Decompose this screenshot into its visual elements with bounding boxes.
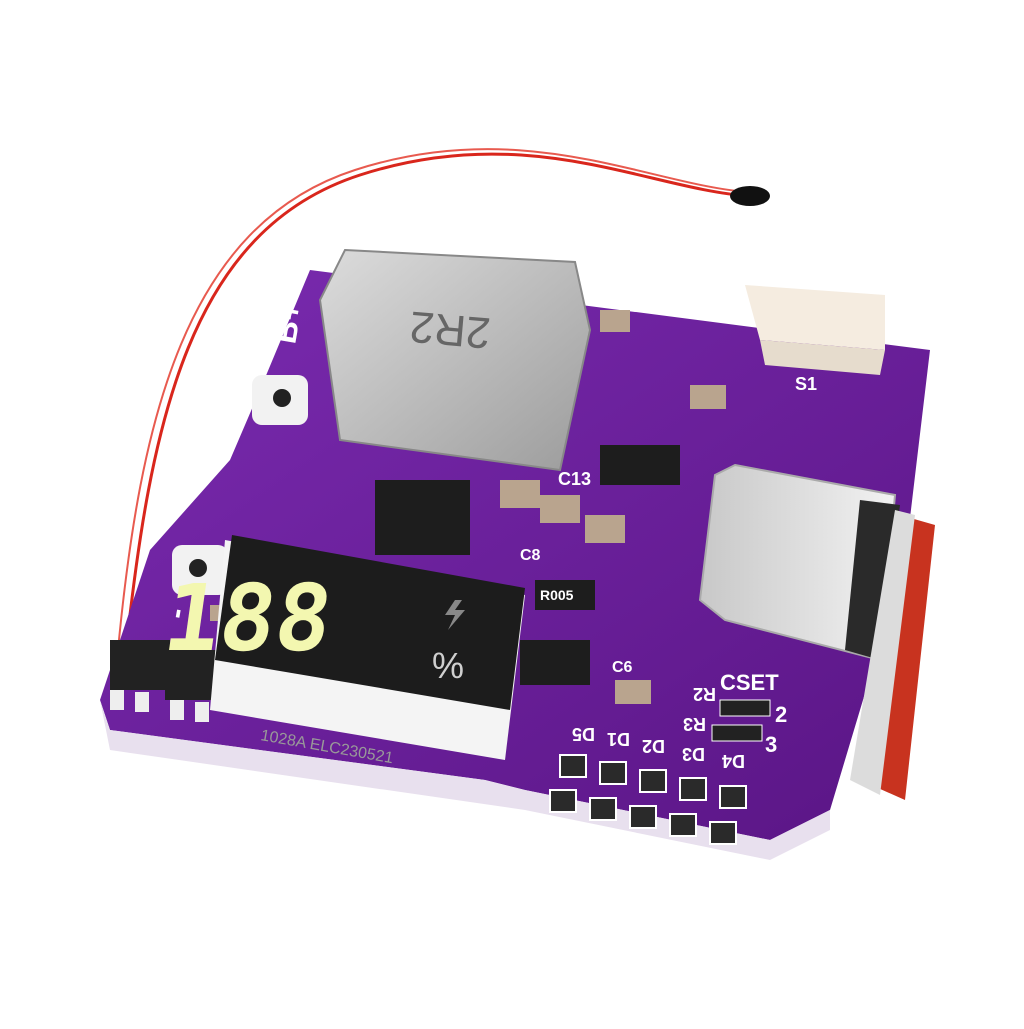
c13-label: C13	[558, 469, 591, 489]
inductor-marking: 2R2	[408, 302, 493, 358]
inductor: 2R2	[318, 248, 592, 472]
display-percent: %	[432, 645, 464, 686]
c8-label: C8	[520, 547, 541, 564]
b-plus-label: B+	[266, 299, 309, 346]
thermistor-wire	[117, 148, 770, 661]
r2-label: R2	[693, 684, 716, 704]
shunt-label: R005	[540, 587, 574, 603]
led-d1-label: D1	[607, 729, 630, 749]
cset-option-3: 3	[765, 732, 777, 757]
shunt-resistor	[535, 580, 595, 610]
led-row: D5 D1 D2 D3 D4	[549, 724, 747, 845]
usb-c-port[interactable]	[698, 463, 935, 800]
cset-option-2: 2	[775, 702, 787, 727]
c6-label: C6	[612, 659, 633, 676]
cset-block: CSET 2 3 R2 R3	[683, 670, 787, 757]
display-digits: 188	[157, 564, 338, 671]
led-d3-label: D3	[682, 744, 705, 764]
thermistor-bead	[730, 186, 770, 206]
led-driver-ic	[520, 640, 590, 685]
s1-label: S1	[795, 374, 817, 394]
cset-label: CSET	[720, 670, 779, 695]
display-module: 188 % 1028A ELC230521	[157, 535, 525, 767]
tactile-switch[interactable]	[745, 285, 885, 375]
lightning-bolt-icon	[445, 600, 465, 630]
r3-label: R3	[683, 714, 706, 734]
led-d4-label: D4	[722, 751, 745, 771]
main-ic	[375, 480, 470, 555]
led-d2-label: D2	[642, 736, 665, 756]
battery-pads: B+ -	[159, 299, 309, 621]
led-d5-label: D5	[572, 724, 595, 744]
sot-ic	[600, 445, 680, 485]
